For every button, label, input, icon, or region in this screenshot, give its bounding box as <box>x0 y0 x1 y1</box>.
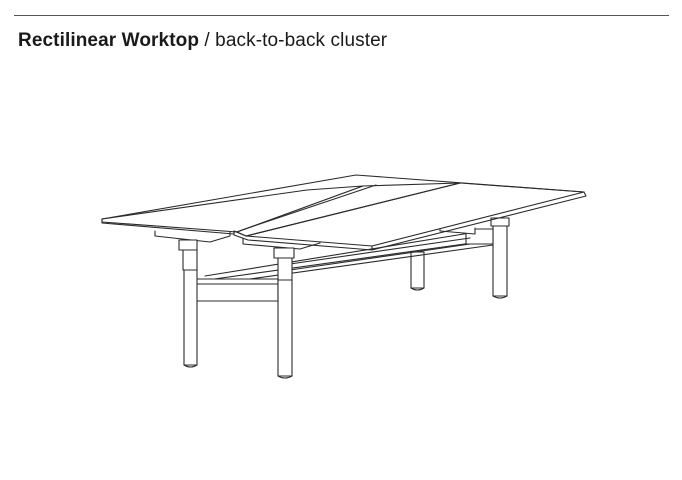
front-legs <box>179 240 294 378</box>
back-legs <box>411 218 509 298</box>
front-right-leg <box>274 248 294 378</box>
product-title: Rectilinear Worktop <box>18 30 200 51</box>
top-divider <box>14 15 669 16</box>
tabletop <box>102 175 586 250</box>
back-right-leg <box>491 218 509 298</box>
heading-separator: / <box>199 30 216 51</box>
product-subtitle: back-to-back cluster <box>215 30 388 51</box>
front-left-leg <box>179 240 197 367</box>
back-left-leg <box>411 252 424 290</box>
page-heading: Rectilinear Worktop / back-to-back clust… <box>18 29 387 53</box>
